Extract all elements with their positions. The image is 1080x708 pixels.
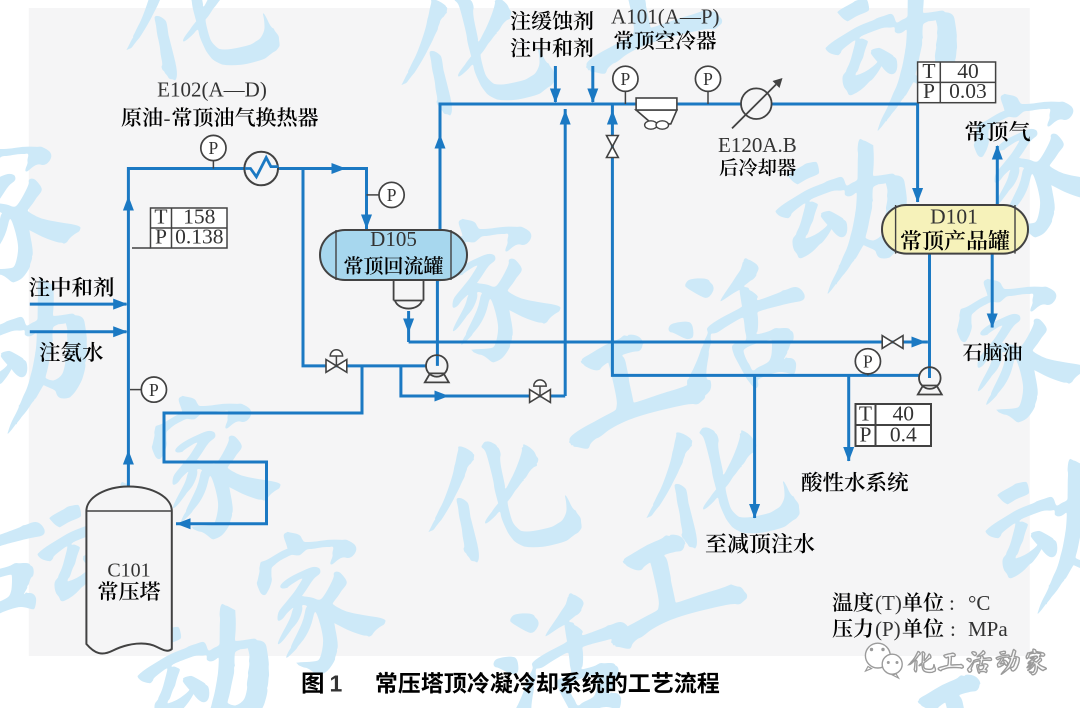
svg-text:P: P <box>621 69 631 89</box>
svg-text:(T): (T) <box>875 591 902 615</box>
svg-text:°C: °C <box>968 591 990 615</box>
svg-text:P: P <box>860 423 872 447</box>
svg-text:P: P <box>863 352 873 372</box>
svg-text:E102(A—D): E102(A—D) <box>157 78 267 102</box>
svg-text:P: P <box>923 79 935 103</box>
svg-text:-: - <box>164 106 171 130</box>
svg-text:1: 1 <box>330 671 343 697</box>
svg-text:D105: D105 <box>370 227 417 251</box>
svg-text:C101: C101 <box>107 560 150 582</box>
svg-text:P: P <box>155 225 167 249</box>
svg-text:T: T <box>154 205 167 229</box>
svg-text:(P): (P) <box>875 617 901 641</box>
svg-text:MPa: MPa <box>968 617 1008 641</box>
svg-text:P: P <box>209 138 219 158</box>
svg-text:0.4: 0.4 <box>890 423 917 447</box>
svg-text:0.03: 0.03 <box>949 79 987 103</box>
svg-text:E120A.B: E120A.B <box>718 133 797 157</box>
svg-text:P: P <box>149 380 159 400</box>
svg-text:P: P <box>703 69 713 89</box>
svg-text:P: P <box>387 185 397 205</box>
svg-text:D101: D101 <box>930 205 978 229</box>
svg-text:40: 40 <box>893 402 915 426</box>
svg-text:A101(A—P): A101(A—P) <box>611 5 720 29</box>
svg-text:158: 158 <box>183 205 215 229</box>
svg-text:T: T <box>922 59 935 83</box>
svg-text::: : <box>949 591 955 615</box>
svg-text::: : <box>950 617 956 641</box>
svg-text:T: T <box>859 402 872 426</box>
svg-text:40: 40 <box>957 59 979 83</box>
svg-text:0.138: 0.138 <box>175 225 223 249</box>
